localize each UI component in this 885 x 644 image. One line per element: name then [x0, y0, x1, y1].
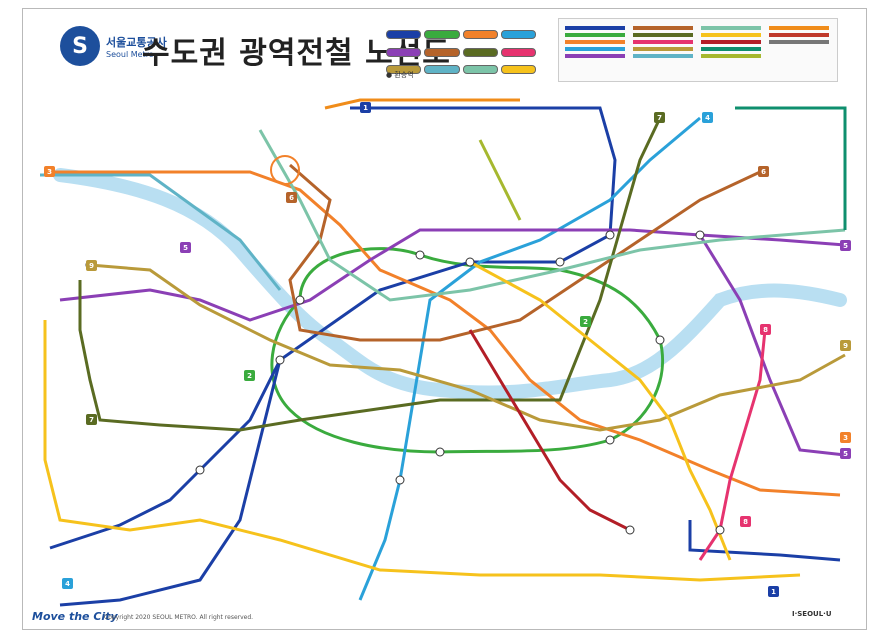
legend-gyeongui	[462, 65, 498, 75]
operator-legend-col-1	[565, 23, 625, 61]
transfer-stations	[85, 230, 725, 535]
line-6	[288, 163, 761, 342]
legend-bundang	[500, 65, 536, 75]
legend-line-5	[386, 47, 422, 57]
legend-line-7	[462, 47, 498, 57]
line-sinbundang	[468, 329, 631, 532]
line-6-badge: 6	[286, 192, 297, 203]
legend-line-4	[500, 30, 536, 39]
transfer-station-marker	[270, 155, 300, 185]
logo-korean: 서울교통공사	[106, 35, 167, 49]
logo-english: Seoul Metro	[106, 49, 154, 59]
line-2-badge: 2	[244, 370, 255, 381]
line-5-badge-west: 5	[180, 242, 191, 253]
legend-line-3	[462, 30, 498, 39]
line-8	[698, 329, 767, 561]
legend-airport	[424, 65, 460, 75]
line-5-badge-east: 5	[840, 240, 851, 251]
line-5-branch	[698, 234, 846, 457]
line-6-badge-east: 6	[758, 166, 769, 177]
line-suin	[43, 320, 801, 582]
line-3-badge-east: 3	[840, 432, 851, 443]
transfer-label: 환승역	[394, 71, 414, 79]
line-7-badge-north: 7	[654, 112, 665, 123]
line-2-badge-east: 2	[580, 316, 591, 327]
line-1-badge-north: 1	[360, 102, 371, 113]
line-1	[49, 106, 617, 550]
footer-copyright: Copyright 2020 SEOUL METRO. All right re…	[104, 614, 254, 621]
line-airport	[40, 173, 282, 291]
transfer-legend: ● 환승역	[386, 70, 414, 80]
logo-text: 서울교통공사 Seoul Metro	[106, 34, 167, 59]
line-4	[358, 116, 701, 601]
line-gyeongui	[258, 129, 846, 302]
line-9-badge-east: 9	[840, 340, 851, 351]
legend-line-8	[500, 47, 536, 57]
line-3	[50, 170, 841, 497]
operator-legend	[558, 18, 838, 82]
line-1-badge-south: 1	[768, 586, 779, 597]
line-8-badge: 8	[760, 324, 771, 335]
line-ui	[478, 139, 522, 221]
line-5-badge-se: 5	[840, 448, 851, 459]
footer-brand: Move the City	[32, 610, 118, 623]
line-1-east	[688, 520, 841, 562]
line-gyeongchun	[735, 106, 847, 230]
legend-line-6	[424, 47, 460, 57]
operator-legend-col-3	[701, 23, 761, 61]
line-9	[89, 263, 846, 432]
operator-legend-col-4	[769, 23, 829, 47]
line-7-badge-west: 7	[86, 414, 97, 425]
line-4-badge-south: 4	[62, 578, 73, 589]
legend-line-9	[386, 65, 422, 75]
logo-block: S 서울교통공사 Seoul Metro	[60, 26, 167, 66]
line-uijeongbu	[324, 98, 520, 110]
legend-line-1	[386, 30, 422, 39]
line-9-badge-west: 9	[86, 260, 97, 271]
line-legend	[386, 30, 536, 80]
footer-right-brand: I·SEOUL·U	[792, 610, 832, 618]
line-5	[59, 228, 846, 322]
legend-line-2	[424, 30, 460, 39]
line-3-badge-west: 3	[44, 166, 55, 177]
line-8-badge-south: 8	[740, 516, 751, 527]
han-river	[53, 168, 847, 400]
operator-legend-col-2	[633, 23, 693, 61]
line-bundang	[469, 260, 732, 561]
line-7	[78, 117, 662, 432]
line-4-badge-north: 4	[702, 112, 713, 123]
seoul-metro-logo-icon: S	[60, 26, 100, 66]
transfer-icon: ●	[386, 71, 393, 79]
